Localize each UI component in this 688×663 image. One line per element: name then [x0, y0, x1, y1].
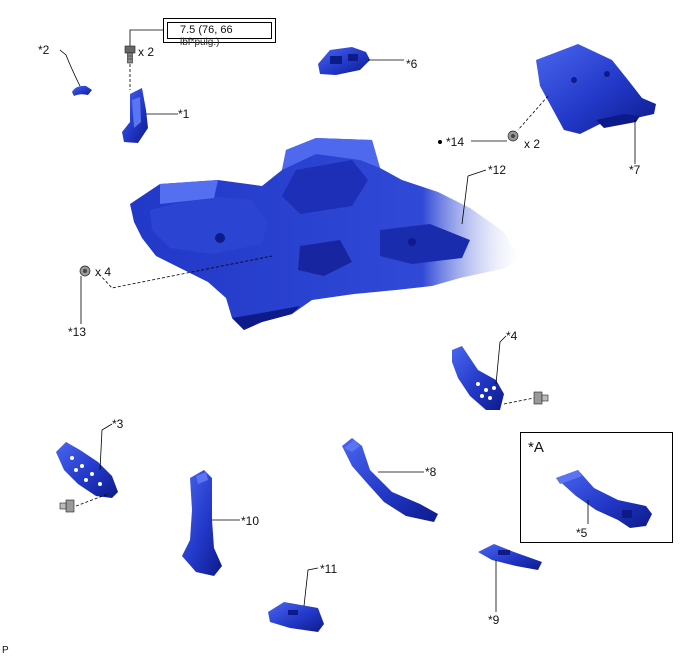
bolt-4-icon — [533, 391, 549, 405]
part-11-bracket — [268, 602, 324, 632]
qty-clip-13: x 4 — [95, 265, 112, 279]
leader-12-a — [461, 175, 469, 225]
part-3-bracket — [56, 442, 118, 498]
dot-marker-14 — [438, 140, 442, 144]
dash-3 — [75, 493, 109, 507]
label-part-4: *4 — [506, 329, 518, 343]
leader-torque — [129, 29, 163, 46]
label-part-9: *9 — [488, 613, 500, 627]
footer-code: P — [2, 645, 9, 656]
part-8-duct — [342, 438, 438, 522]
part-1-bracket — [122, 88, 148, 143]
bolt-3-icon — [59, 499, 75, 513]
part-2-clip — [72, 85, 92, 96]
torque-spec-inner — [167, 22, 272, 39]
clip-14-icon — [507, 130, 519, 142]
part-5-duct — [556, 470, 652, 528]
label-part-14: *14 — [446, 135, 465, 149]
part-12-floor-carpet — [130, 138, 520, 330]
label-part-6: *6 — [406, 57, 418, 71]
qty-bolt-top: x 2 — [138, 45, 155, 59]
label-inset-a: *A — [528, 439, 544, 456]
clip-13-icon — [79, 265, 91, 277]
dash-4 — [503, 397, 535, 405]
dash-14 — [517, 95, 549, 131]
qty-clip-14: x 2 — [524, 137, 541, 151]
label-part-2: *2 — [38, 43, 50, 57]
label-part-5: *5 — [576, 526, 588, 540]
inset-box — [520, 432, 673, 543]
label-part-13: *13 — [68, 325, 87, 339]
label-part-7: *7 — [629, 163, 641, 177]
label-part-3: *3 — [112, 417, 124, 431]
part-7-panel — [536, 44, 656, 134]
part-4-bracket — [452, 346, 504, 410]
leader-3 — [99, 423, 113, 471]
torque-value: 7.5 (76, 66 — [180, 24, 233, 36]
leader-12-b — [467, 169, 487, 177]
torque-unit: lbf*pulg.) — [180, 37, 220, 48]
label-part-8: *8 — [425, 465, 437, 479]
part-9-bracket — [478, 544, 542, 570]
label-part-12: *12 — [488, 163, 507, 177]
bolt-icon — [124, 45, 136, 64]
torque-spec-box — [163, 18, 276, 43]
dash-13 — [98, 255, 273, 289]
part-6-bracket — [318, 47, 370, 75]
leader-11 — [303, 567, 319, 607]
label-part-11: *11 — [320, 562, 338, 576]
leader-4 — [495, 335, 507, 385]
part-10-duct — [182, 470, 222, 576]
leader-2 — [59, 49, 81, 87]
label-part-1: *1 — [178, 107, 190, 121]
label-part-10: *10 — [241, 514, 260, 528]
